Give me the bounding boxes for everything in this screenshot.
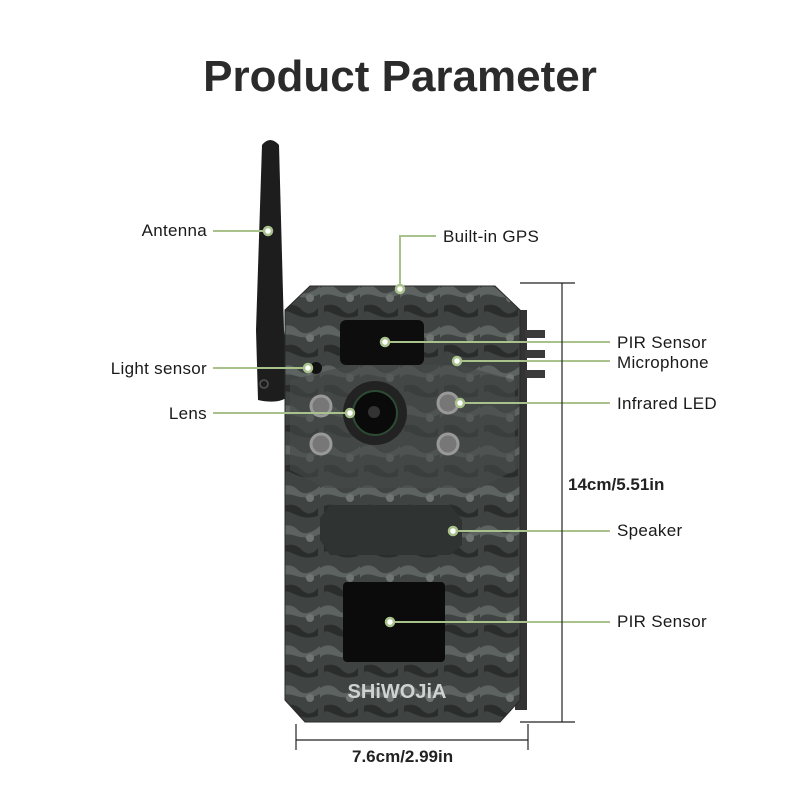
label-gps: Built-in GPS — [443, 227, 540, 246]
label-pir-top: PIR Sensor — [617, 333, 707, 352]
label-lens: Lens — [168, 404, 207, 423]
label-microphone: Microphone — [617, 353, 709, 372]
antenna — [256, 140, 290, 402]
brand-logo: SHiWOJiA — [348, 681, 447, 703]
label-antenna: Antenna — [141, 221, 207, 240]
callout-dots — [262, 225, 466, 628]
camera-body: SHiWOJiA — [284, 285, 545, 723]
callout-lines — [213, 230, 610, 623]
label-infrared-led: Infrared LED — [617, 394, 717, 413]
label-light-sensor: Light sensor — [110, 359, 207, 378]
width-dimension: 7.6cm/2.99in — [352, 747, 454, 766]
dimension-lines — [295, 282, 575, 750]
height-dimension: 14cm/5.51in — [568, 475, 665, 494]
label-pir-bottom: PIR Sensor — [617, 612, 707, 631]
label-speaker: Speaker — [617, 521, 683, 540]
page-title: Product Parameter — [203, 52, 597, 101]
